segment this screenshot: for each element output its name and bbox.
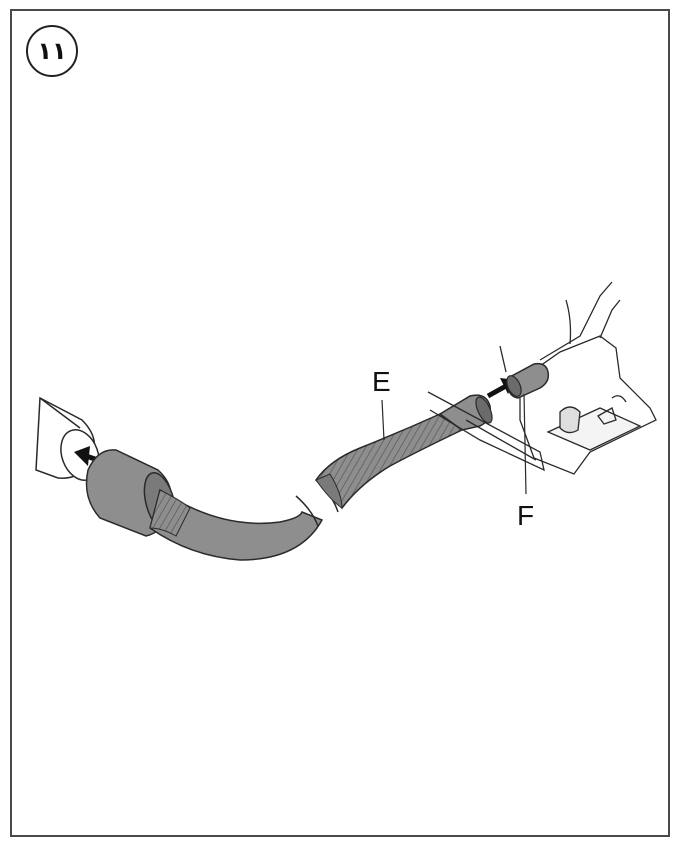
step-number: ١١ [37, 37, 67, 65]
hose-section-left [149, 488, 324, 561]
label-e: E [372, 366, 391, 397]
saw-base [427, 281, 657, 475]
step-number-badge: ١١ [26, 25, 78, 77]
leader-line-f [523, 393, 527, 495]
hose-section-right [315, 413, 464, 510]
label-f: F [517, 500, 535, 531]
dust-port [506, 362, 550, 399]
leader-line-e [381, 399, 385, 441]
